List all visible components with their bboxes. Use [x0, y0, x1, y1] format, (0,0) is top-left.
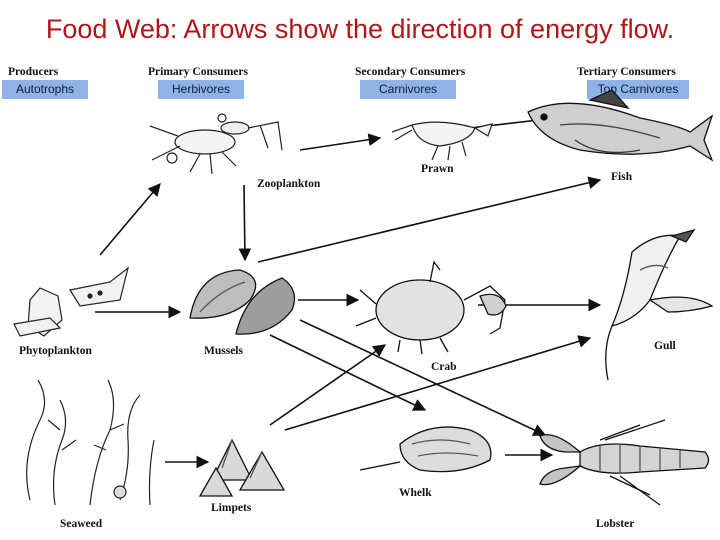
energy-arrows	[95, 112, 602, 469]
prawn-icon	[391, 121, 493, 161]
fish-icon	[527, 89, 714, 162]
mussels-icon	[189, 269, 296, 335]
seaweed-label: Seaweed	[60, 518, 103, 530]
seaweed-icon	[26, 379, 155, 506]
phytoplankton-label: Phytoplankton	[19, 345, 92, 357]
limpets-icon	[198, 438, 286, 497]
page-title: Food Web: Arrows show the direction of e…	[45, 14, 675, 44]
autotrophs-badge: Autotrophs	[2, 80, 88, 99]
whelk-label: Whelk	[399, 487, 432, 499]
arrow-limpets-gull	[284, 335, 592, 431]
arrow-mussels-lobster	[299, 319, 547, 436]
tertiary-consumers-header: Tertiary Consumers	[577, 66, 676, 78]
arrow-zooplankton-mussels	[238, 184, 252, 262]
arrow-limpets-crab	[269, 344, 387, 426]
gull-icon	[605, 228, 714, 381]
zooplankton-label: Zooplankton	[257, 178, 321, 190]
crab-icon	[355, 260, 507, 355]
lobster-icon	[539, 419, 710, 506]
arrow-zooplankton-prawn	[299, 133, 382, 151]
arrow-mussels-whelk	[269, 334, 427, 411]
whelk-icon	[359, 426, 492, 473]
carnivores-badge: Carnivores	[360, 80, 456, 99]
arrow-phytoplankton-zooplankton	[99, 183, 161, 256]
mussels-label: Mussels	[204, 345, 243, 357]
primary-consumers-header: Primary Consumers	[148, 66, 248, 78]
herbivores-badge: Herbivores	[158, 80, 244, 99]
phytoplankton-icon	[13, 266, 130, 337]
gull-label: Gull	[654, 340, 676, 352]
arrow-mussels-fish	[257, 176, 602, 263]
limpets-label: Limpets	[211, 502, 252, 514]
crab-label: Crab	[431, 361, 457, 373]
prawn-label: Prawn	[421, 163, 454, 175]
lobster-label: Lobster	[596, 518, 635, 530]
secondary-consumers-header: Secondary Consumers	[355, 66, 466, 78]
fish-label: Fish	[611, 171, 633, 183]
zooplankton-icon	[149, 113, 283, 175]
producers-header: Producers	[8, 66, 59, 78]
